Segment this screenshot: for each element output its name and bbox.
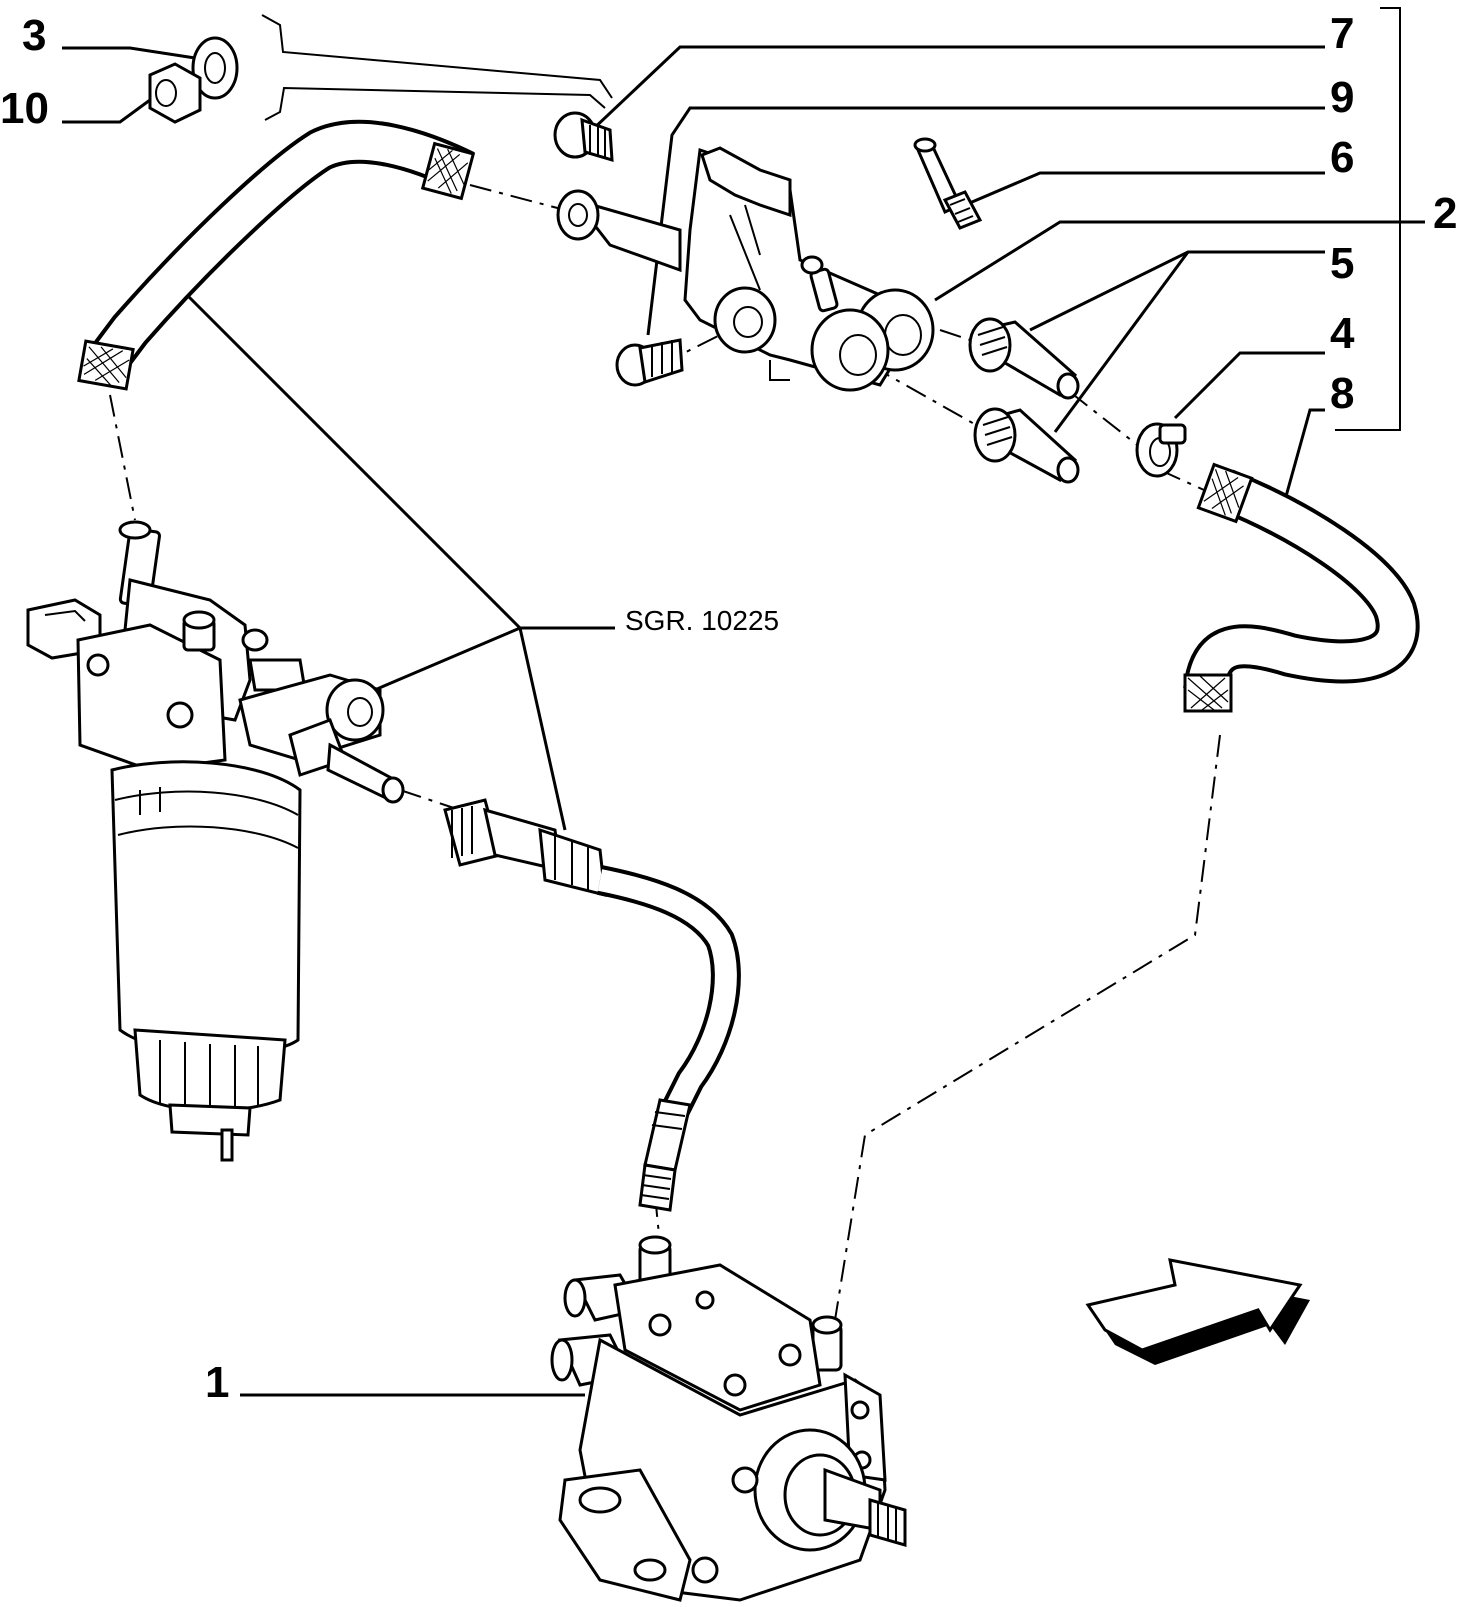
delivery-pipe bbox=[443, 798, 741, 1212]
bracket-3-10-top bbox=[261, 14, 613, 99]
callout-1: 1 bbox=[205, 1358, 229, 1407]
leader-3 bbox=[62, 46, 196, 60]
callout-9: 9 bbox=[1330, 73, 1354, 122]
hose-clamp bbox=[1135, 422, 1187, 478]
reference-sgr-10225: SGR. 10225 bbox=[625, 605, 779, 636]
fuel-filter bbox=[26, 520, 405, 1162]
leader-sgr-pipe bbox=[518, 627, 567, 831]
leader-6 bbox=[964, 171, 1325, 207]
fuel-manifold-block bbox=[556, 146, 935, 392]
callout-labels: 3 10 7 9 6 2 5 4 8 1 SGR. 10225 bbox=[0, 9, 1457, 1407]
leader-sgr-hose bbox=[178, 286, 615, 630]
callout-4: 4 bbox=[1330, 309, 1355, 358]
callout-2: 2 bbox=[1433, 189, 1457, 238]
leader-4 bbox=[1173, 351, 1325, 420]
callout-10: 10 bbox=[0, 84, 49, 133]
leader-2 bbox=[934, 220, 1425, 302]
callout-3: 3 bbox=[22, 11, 46, 60]
hose-fittings-5 bbox=[968, 317, 1080, 484]
leader-10 bbox=[62, 98, 151, 124]
leader-sgr-filter bbox=[369, 626, 521, 694]
high-pressure-pump bbox=[550, 1235, 907, 1602]
leader-8 bbox=[1283, 408, 1325, 501]
bracket-right bbox=[1335, 7, 1401, 431]
bleed-screws bbox=[553, 111, 684, 387]
direction-arrow-icon bbox=[1085, 1258, 1310, 1365]
return-hose-left bbox=[77, 119, 476, 391]
callout-7: 7 bbox=[1330, 9, 1354, 58]
nut-and-washer bbox=[148, 36, 239, 124]
callout-6: 6 bbox=[1330, 133, 1354, 182]
callout-8: 8 bbox=[1330, 369, 1354, 418]
callout-5: 5 bbox=[1330, 239, 1354, 288]
return-hose-right bbox=[1183, 462, 1420, 713]
bracket-3-10-bottom bbox=[264, 86, 606, 121]
hose-fitting-6 bbox=[913, 137, 983, 230]
leader-5b bbox=[1053, 251, 1190, 433]
leader-7 bbox=[588, 45, 1325, 134]
